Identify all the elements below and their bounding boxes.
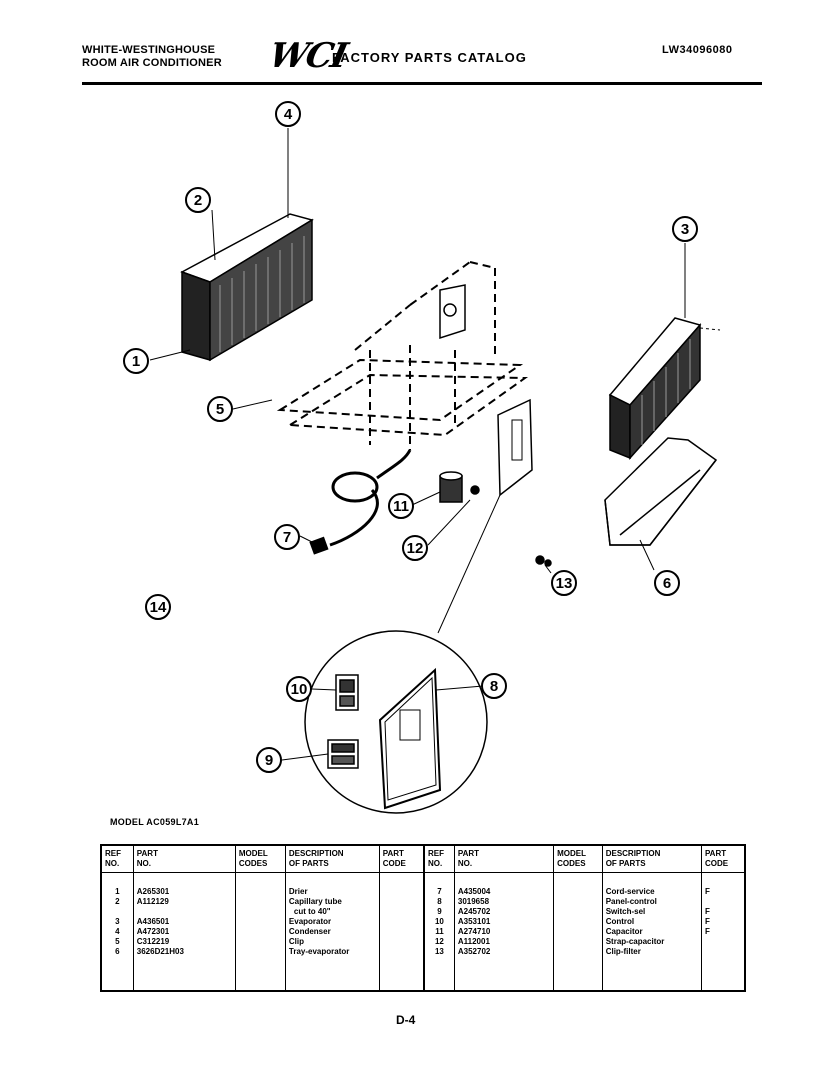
model-label: MODEL AC059L7A1 bbox=[110, 817, 200, 827]
detail-circle bbox=[304, 630, 488, 814]
callout-10: 10 bbox=[286, 676, 312, 702]
callout-4: 4 bbox=[275, 101, 301, 127]
condenser-coil bbox=[180, 213, 314, 362]
filter-clip bbox=[535, 555, 552, 567]
callout-3: 3 bbox=[672, 216, 698, 242]
control-panel bbox=[497, 398, 533, 497]
callout-9: 9 bbox=[256, 747, 282, 773]
page-number: D-4 bbox=[396, 1013, 416, 1027]
callout-1: 1 bbox=[123, 348, 149, 374]
power-cord bbox=[329, 449, 412, 547]
evaporator-coil bbox=[608, 317, 702, 460]
callout-7: 7 bbox=[274, 524, 300, 550]
doc-number: LW34096080 bbox=[662, 44, 733, 56]
callout-13: 13 bbox=[551, 570, 577, 596]
callout-12: 12 bbox=[402, 535, 428, 561]
base-pan bbox=[276, 261, 529, 450]
callout-6: 6 bbox=[654, 570, 680, 596]
exploded-parts-diagram bbox=[149, 128, 721, 814]
catalog-title: FACTORY PARTS CATALOG bbox=[332, 50, 527, 65]
callout-8: 8 bbox=[481, 673, 507, 699]
callout-11: 11 bbox=[388, 493, 414, 519]
brand-line-2: ROOM AIR CONDITIONER bbox=[82, 57, 222, 69]
header-rule bbox=[82, 82, 762, 85]
callout-2: 2 bbox=[185, 187, 211, 213]
table-row: cut to 40" bbox=[102, 907, 423, 917]
evaporator-tray bbox=[604, 437, 718, 546]
callout-5: 5 bbox=[207, 396, 233, 422]
brand-line-1: WHITE-WESTINGHOUSE bbox=[82, 44, 216, 56]
callout-14: 14 bbox=[145, 594, 171, 620]
